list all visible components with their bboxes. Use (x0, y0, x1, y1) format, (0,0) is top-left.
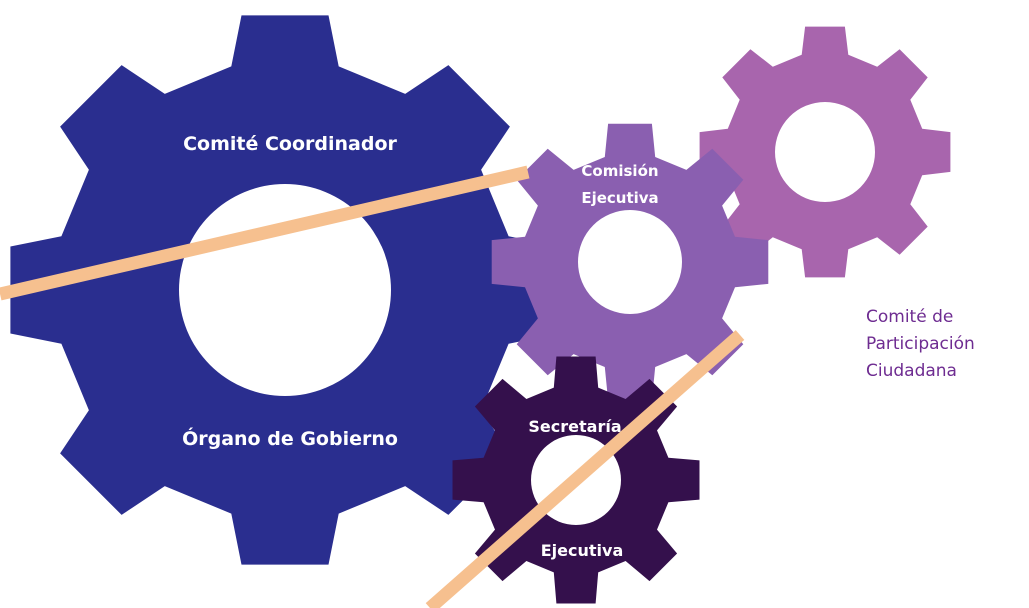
label-participacion-line-2: Participación (866, 334, 975, 354)
gear-large-shape (10, 15, 560, 565)
label-secretaria: Secretaría (528, 417, 621, 436)
label-comite-participacion: Comité de Participación Ciudadana (866, 307, 975, 381)
gear-participacion (699, 26, 951, 278)
gear-comision-ejecutiva: Comisión Ejecutiva (491, 123, 769, 401)
label-organo-gobierno: Órgano de Gobierno (182, 426, 398, 450)
label-secretaria-ejecutiva: Ejecutiva (541, 541, 624, 560)
gear-pink-shape (699, 26, 951, 278)
label-comite-coordinador: Comité Coordinador (183, 133, 397, 155)
connector-line-upper (0, 165, 530, 301)
label-participacion-line-1: Comité de (866, 307, 953, 327)
connector-line-lower (425, 330, 745, 608)
label-comision: Comisión (581, 162, 658, 180)
label-participacion-line-3: Ciudadana (866, 361, 957, 381)
gear-medium-shape (491, 123, 769, 401)
gear-comite-coordinador: Comité Coordinador Órgano de Gobierno (10, 15, 560, 565)
label-comision-ejecutiva: Ejecutiva (581, 189, 658, 207)
